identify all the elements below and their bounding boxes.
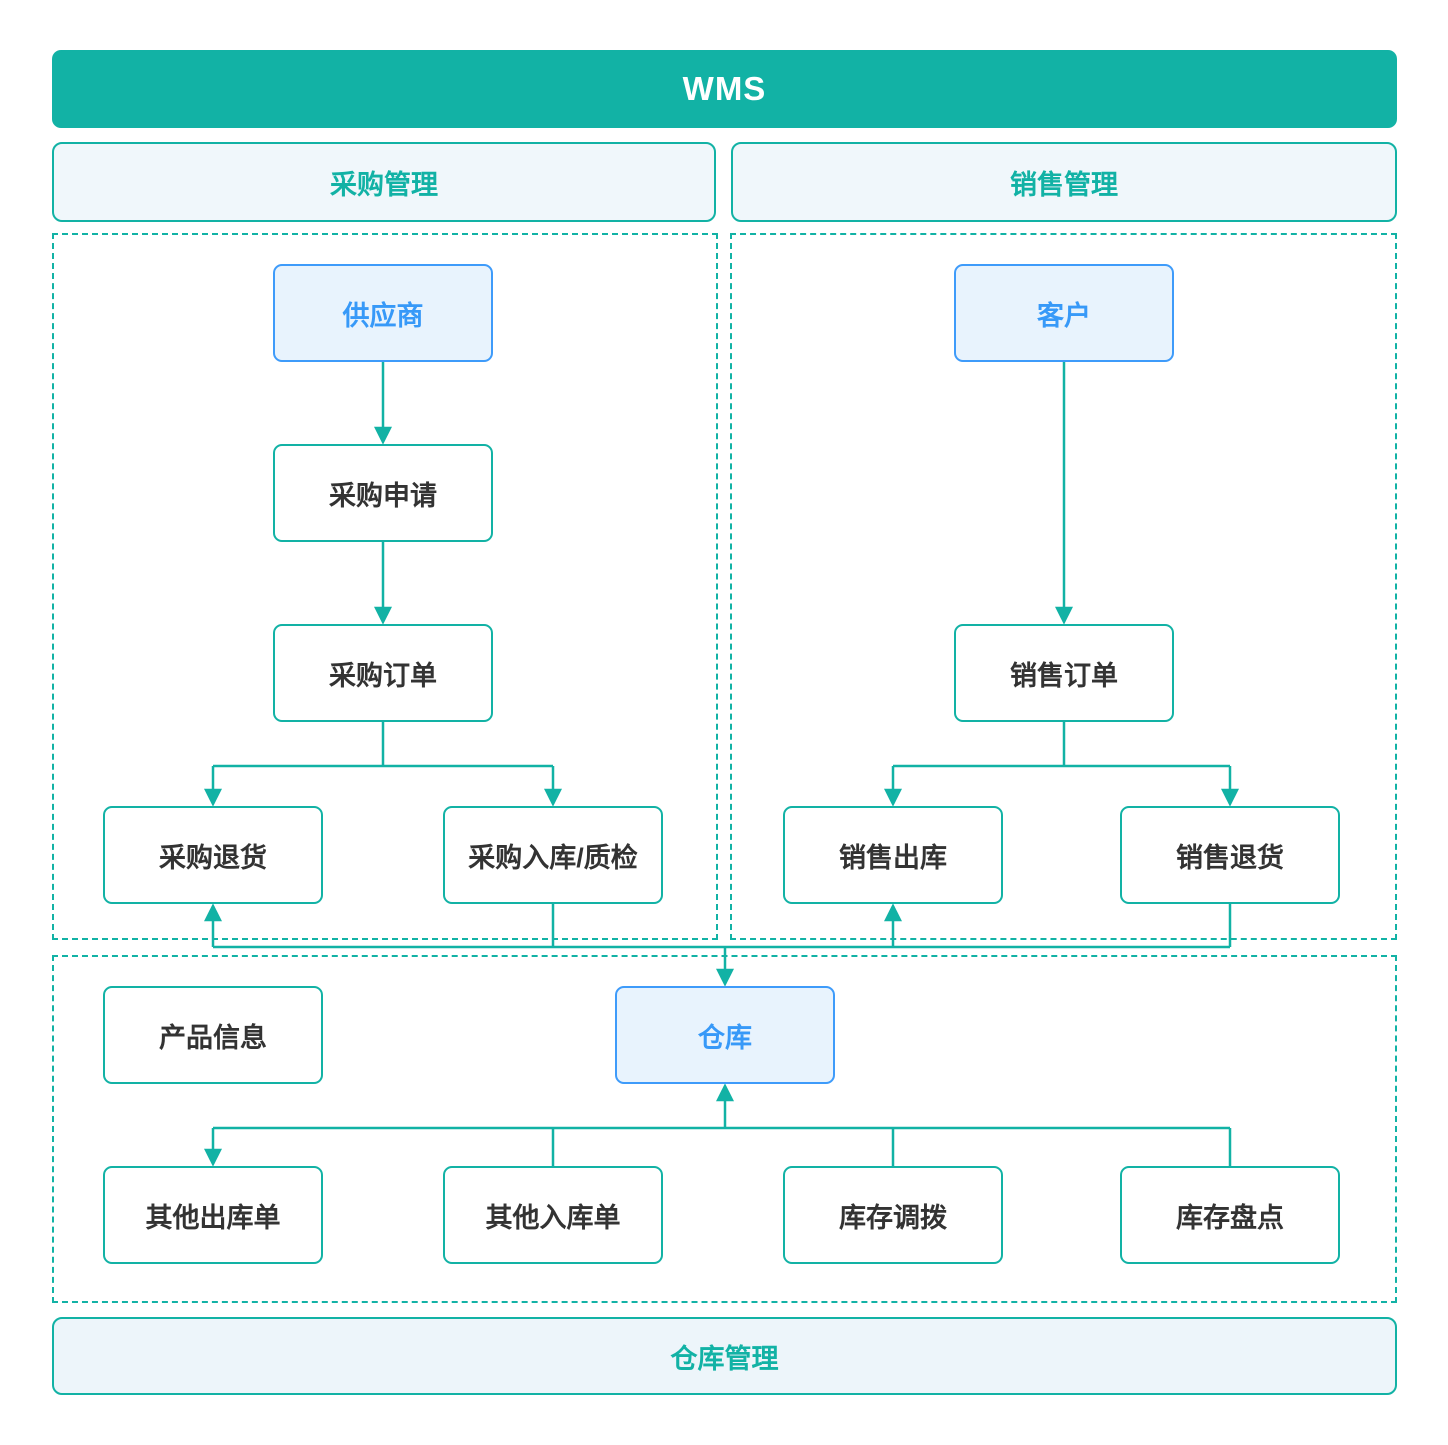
node-warehouse: 仓库 bbox=[615, 986, 835, 1084]
node-warehouse-label: 仓库 bbox=[698, 1022, 752, 1053]
node-purchase-order-label: 采购订单 bbox=[329, 660, 437, 691]
node-sales-order: 销售订单 bbox=[954, 624, 1174, 722]
node-purchase-order: 采购订单 bbox=[273, 624, 493, 722]
node-inventory-transfer-label: 库存调拨 bbox=[839, 1202, 947, 1233]
node-purchase-request: 采购申请 bbox=[273, 444, 493, 542]
purchase-flow-container bbox=[52, 233, 718, 940]
node-other-outbound-label: 其他出库单 bbox=[145, 1202, 281, 1233]
node-product-info-label: 产品信息 bbox=[159, 1022, 267, 1053]
node-customer: 客户 bbox=[954, 264, 1174, 362]
node-sales-outbound: 销售出库 bbox=[783, 806, 1003, 904]
purchase-section-label: 采购管理 bbox=[330, 169, 438, 200]
node-inventory-count-label: 库存盘点 bbox=[1176, 1202, 1284, 1233]
node-purchase-inbound-qc-label: 采购入库/质检 bbox=[468, 842, 638, 873]
node-supplier: 供应商 bbox=[273, 264, 493, 362]
sales-section-header: 销售管理 bbox=[731, 142, 1397, 222]
node-sales-outbound-label: 销售出库 bbox=[839, 842, 947, 873]
node-purchase-return: 采购退货 bbox=[103, 806, 323, 904]
node-product-info: 产品信息 bbox=[103, 986, 323, 1084]
warehouse-section-label: 仓库管理 bbox=[670, 1343, 779, 1374]
sales-section-label: 销售管理 bbox=[1010, 169, 1118, 200]
node-other-outbound: 其他出库单 bbox=[103, 1166, 323, 1264]
node-other-inbound-label: 其他入库单 bbox=[485, 1202, 621, 1233]
node-inventory-transfer: 库存调拨 bbox=[783, 1166, 1003, 1264]
node-purchase-request-label: 采购申请 bbox=[329, 480, 437, 511]
purchase-section-header: 采购管理 bbox=[52, 142, 716, 222]
node-sales-return-label: 销售退货 bbox=[1176, 842, 1284, 873]
node-inventory-count: 库存盘点 bbox=[1120, 1166, 1340, 1264]
warehouse-section-banner: 仓库管理 bbox=[52, 1317, 1397, 1395]
node-purchase-return-label: 采购退货 bbox=[159, 842, 267, 873]
node-customer-label: 客户 bbox=[1037, 300, 1091, 331]
wms-title: WMS bbox=[682, 70, 767, 107]
node-purchase-inbound-qc: 采购入库/质检 bbox=[443, 806, 663, 904]
node-other-inbound: 其他入库单 bbox=[443, 1166, 663, 1264]
node-sales-return: 销售退货 bbox=[1120, 806, 1340, 904]
node-sales-order-label: 销售订单 bbox=[1010, 660, 1118, 691]
sales-flow-container bbox=[730, 233, 1397, 940]
wms-title-banner: WMS bbox=[52, 50, 1397, 128]
node-supplier-label: 供应商 bbox=[342, 300, 424, 331]
